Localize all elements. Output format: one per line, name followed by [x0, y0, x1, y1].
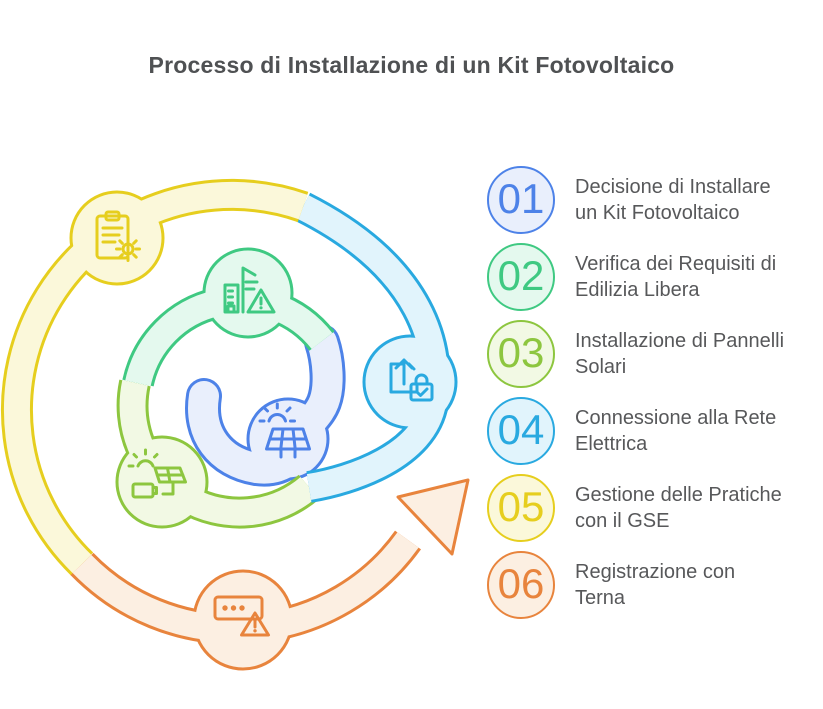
spiral-segment-step3 [115, 379, 320, 529]
step-label-line1: Connessione alla Rete [575, 407, 777, 429]
steps-list: 01 Decisione di Installare un Kit Fotovo… [487, 166, 784, 628]
step-label-line1: Verifica dei Requisiti di [575, 253, 777, 275]
list-item: 04 Connessione alla Rete Elettrica [487, 397, 784, 465]
step-label: Decisione di Installare un Kit Fotovolta… [575, 174, 771, 226]
step-label-line2: un Kit Fotovoltaico [575, 202, 740, 224]
arrow-head [396, 478, 470, 556]
spiral-segment-step4 [295, 192, 458, 503]
step-label: Connessione alla Rete Elettrica [575, 405, 776, 457]
list-item: 03 Installazione di Pannelli Solari [487, 320, 784, 388]
step-label-line1: Installazione di Pannelli [575, 330, 785, 352]
password-warning-icon [213, 595, 270, 637]
spiral-segment-step5 [0, 178, 309, 576]
step-number-badge: 02 [487, 243, 555, 311]
list-item: 02 Verifica dei Requisiti di Edilizia Li… [487, 243, 784, 311]
step-label-line2: Terna [575, 587, 626, 609]
page-title: Processo di Installazione di un Kit Foto… [148, 52, 675, 78]
step-label-line1: Registrazione con [575, 561, 736, 583]
list-item: 06 Registrazione con Terna [487, 551, 784, 619]
step-label: Installazione di Pannelli Solari [575, 328, 784, 380]
step-number-badge: 04 [487, 397, 555, 465]
upload-lock-icon [389, 358, 434, 402]
solar-battery-icon [127, 448, 187, 499]
step-label-line1: Gestione delle Pratiche [575, 484, 782, 506]
step-label-line1: Decisione di Installare [575, 176, 771, 198]
list-item: 05 Gestione delle Pratiche con il GSE [487, 474, 784, 542]
step-number-badge: 03 [487, 320, 555, 388]
step-number-badge: 01 [487, 166, 555, 234]
step-number-badge: 05 [487, 474, 555, 542]
spiral-segment-step6 [70, 478, 470, 671]
step-label: Gestione delle Pratiche con il GSE [575, 482, 782, 534]
step-label-line2: Solari [575, 356, 627, 378]
step-label: Registrazione con Terna [575, 559, 735, 611]
spiral-segment-step2 [122, 247, 335, 387]
step-label: Verifica dei Requisiti di Edilizia Liber… [575, 251, 776, 303]
solar-panel-sun-icon [258, 402, 311, 459]
list-item: 01 Decisione di Installare un Kit Fotovo… [487, 166, 784, 234]
spiral-segment-step1 [185, 324, 346, 487]
spiral-diagram [0, 178, 470, 671]
building-warning-icon [223, 266, 276, 314]
step-number-badge: 06 [487, 551, 555, 619]
clipboard-gear-icon [95, 210, 141, 262]
step-label-line2: Edilizia Libera [575, 279, 700, 301]
step-label-line2: con il GSE [575, 510, 670, 532]
step-label-line2: Elettrica [575, 433, 648, 455]
